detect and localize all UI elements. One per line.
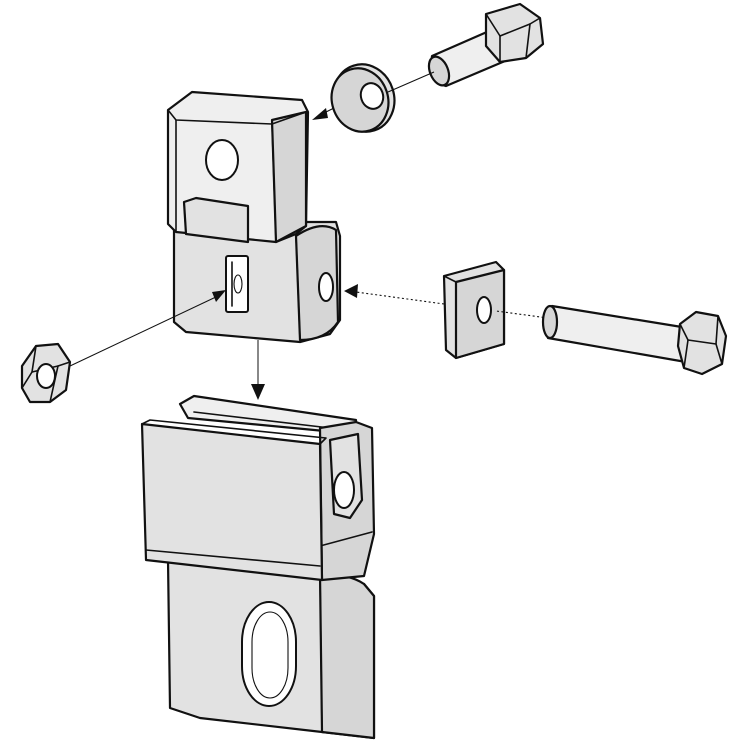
leader-nut-to-slot <box>69 295 219 367</box>
arrow-into-block-top <box>312 108 328 120</box>
flat-washer <box>330 63 396 133</box>
arrow-into-bracket <box>251 384 265 400</box>
long-hex-bolt <box>541 304 728 376</box>
hex-nut <box>20 342 72 404</box>
hinge-mounting-bracket <box>140 394 376 740</box>
square-washer <box>442 260 506 360</box>
leader-square-washer-to-block <box>355 291 445 305</box>
arrow-into-slot <box>212 290 226 302</box>
short-hex-bolt <box>427 2 545 88</box>
hinge-knuckle-block <box>166 90 342 344</box>
arrow-into-block-side <box>344 284 358 298</box>
leader-short-bolt <box>387 71 435 93</box>
